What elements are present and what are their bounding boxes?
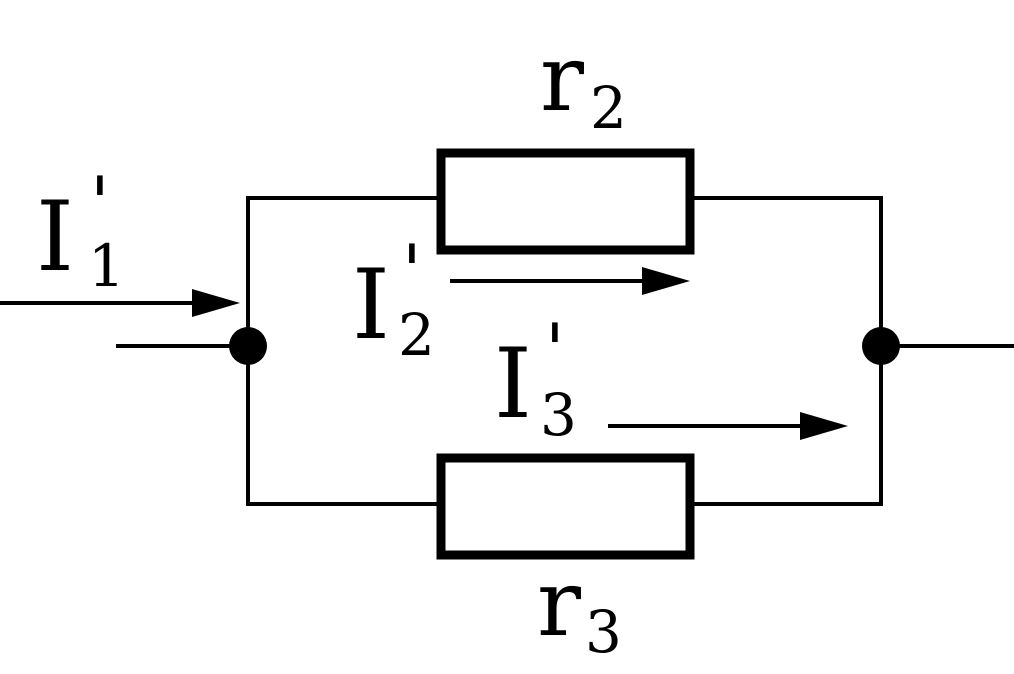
label-i1: I ' 1 bbox=[36, 161, 125, 300]
label-i3-sub: 3 bbox=[540, 381, 577, 449]
left-junction-node bbox=[229, 327, 267, 365]
label-r2-main: r bbox=[540, 25, 584, 132]
label-i2: I ' 2 bbox=[352, 229, 435, 369]
label-i1-prime: ' bbox=[90, 161, 110, 245]
label-i3-main: I bbox=[494, 328, 532, 440]
label-i3: I ' 3 bbox=[494, 308, 577, 449]
arrow-i3-head bbox=[800, 412, 848, 440]
label-r3-sub: 3 bbox=[585, 598, 622, 666]
resistor-r3 bbox=[436, 453, 695, 560]
label-i3-prime: ' bbox=[545, 308, 565, 392]
label-i2-main: I bbox=[352, 249, 390, 361]
arrow-i2 bbox=[450, 267, 690, 295]
right-junction-node bbox=[862, 327, 900, 365]
label-i1-main: I bbox=[36, 181, 74, 293]
arrow-i1-head bbox=[192, 289, 240, 317]
arrow-i1 bbox=[0, 289, 240, 317]
label-i2-prime: ' bbox=[402, 229, 422, 313]
arrow-i3 bbox=[608, 412, 848, 440]
label-r3: r 3 bbox=[537, 550, 622, 666]
arrow-i2-head bbox=[642, 267, 690, 295]
label-i1-sub: 1 bbox=[88, 232, 125, 300]
resistor-r2 bbox=[436, 148, 695, 255]
label-r2: r 2 bbox=[540, 25, 627, 142]
label-r2-sub: 2 bbox=[590, 74, 627, 142]
label-r3-main: r bbox=[537, 550, 581, 657]
label-i2-sub: 2 bbox=[398, 301, 435, 369]
